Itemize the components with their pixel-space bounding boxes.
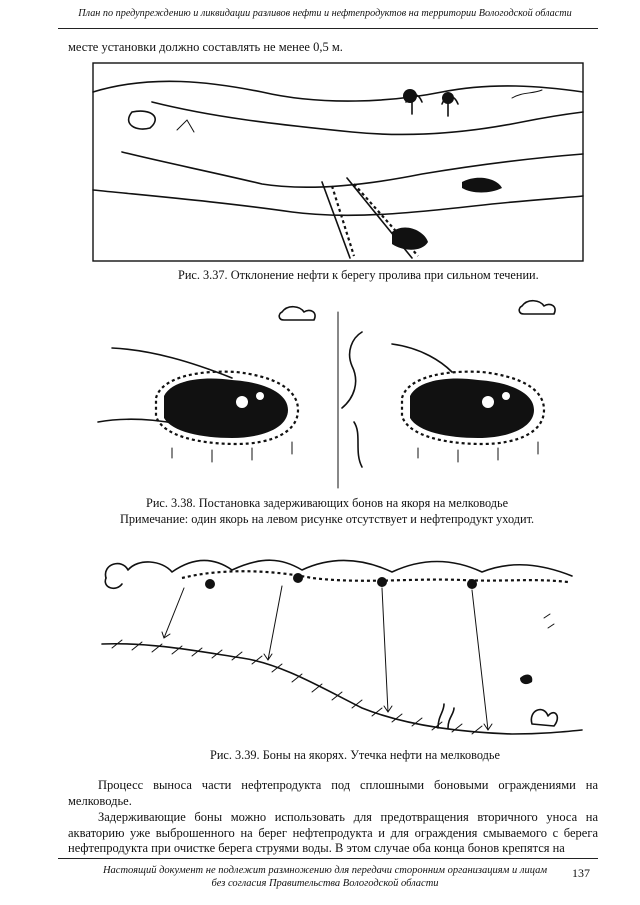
figure-3-37-caption: Рис. 3.37. Отклонение нефти к берегу про… <box>178 268 539 282</box>
figure-3-39-illustration <box>101 559 583 735</box>
figure-3-39-caption: Рис. 3.39. Боны на якорях. Утечка нефти … <box>210 748 500 762</box>
paragraph-1: Процесс выноса части нефтепродукта под с… <box>68 778 598 808</box>
footer-rule <box>58 858 598 859</box>
continued-text: месте установки должно составлять не мен… <box>68 40 343 54</box>
footer-notice: Настоящий документ не подлежит размножен… <box>90 864 560 890</box>
figure-3-38-caption: Рис. 3.38. Постановка задерживающих боно… <box>146 496 509 510</box>
header-rule <box>58 28 598 29</box>
figure-3-38-illustration <box>97 299 556 489</box>
footer-line-2: без согласия Правительства Вологодской о… <box>211 878 439 889</box>
running-header: План по предупреждению и ликвидации разл… <box>78 8 572 19</box>
paragraph-2: Задерживающие боны можно использовать дл… <box>68 810 598 856</box>
figure-3-37-illustration <box>92 62 584 262</box>
figure-3-38-note: Примечание: один якорь на левом рисунке … <box>120 512 535 526</box>
footer-line-1: Настоящий документ не подлежит размножен… <box>102 865 548 876</box>
page-number: 137 <box>572 866 590 880</box>
